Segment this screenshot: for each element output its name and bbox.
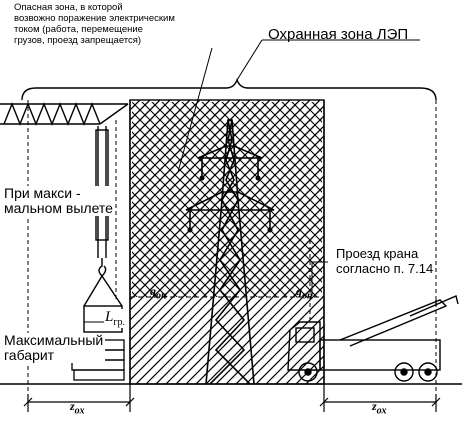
max-reach-label: При макси - мальном вылете — [2, 186, 115, 216]
safe-gap-sub-left: оп — [156, 290, 167, 302]
max-dimension-line-1: Максимальный — [4, 332, 104, 348]
max-dimension-label: Максимальный габарит — [2, 332, 106, 363]
zone-width-label-left: zох — [70, 399, 84, 416]
crane-pass-pointer — [311, 261, 328, 296]
danger-zone-note: Опасная зона, в которой возвожно поражен… — [14, 2, 175, 46]
transmission-tower — [185, 119, 275, 385]
insulator-ends — [187, 175, 273, 233]
safe-gap-label-right: gоп — [296, 284, 313, 301]
danger-note-line-4: грузов, проезд запрещается) — [14, 35, 142, 46]
danger-note-line-1: Опасная зона, в которой — [14, 2, 123, 13]
guide-lines — [27, 100, 437, 400]
danger-note-line-2: возвожно поражение электрическим — [14, 13, 175, 24]
safe-gap-label-left: gоп — [150, 284, 167, 301]
zone-width-symbol-left: z — [70, 399, 75, 413]
load-length-subscript: гр. — [113, 317, 125, 328]
zone-width-label-right: zох — [372, 399, 386, 416]
zone-width-dims — [23, 384, 441, 412]
tower-crane — [0, 102, 129, 333]
max-reach-line-1: При макси - — [4, 185, 81, 201]
crane-passage-line-1: Проезд крана — [336, 246, 419, 261]
protection-zone-label: Охранная зона ЛЭП — [268, 26, 409, 43]
zone-width-symbol-right: z — [372, 399, 377, 413]
load-length-label: Lгр. — [104, 309, 126, 328]
zone-width-sub-right: ох — [376, 405, 387, 417]
max-dimension-line-2: габарит — [4, 347, 55, 363]
zone-width-sub-left: ох — [74, 405, 85, 417]
safe-gap-symbol-left: g — [150, 284, 156, 298]
crane-passage-label: Проезд крана согласно п. 7.14 — [334, 246, 436, 276]
safe-gap-sub-right: оп — [302, 290, 313, 302]
danger-note-line-3: током (работа, перемещение — [14, 24, 143, 35]
danger-note-pointer — [177, 47, 213, 173]
truck-crane — [287, 295, 459, 382]
zone-boundary — [21, 39, 437, 384]
safe-gap-symbol-right: g — [296, 284, 302, 298]
max-reach-line-2: мальном вылете — [4, 200, 113, 216]
load-length-symbol: L — [105, 309, 114, 325]
crane-passage-line-2: согласно п. 7.14 — [336, 261, 434, 276]
